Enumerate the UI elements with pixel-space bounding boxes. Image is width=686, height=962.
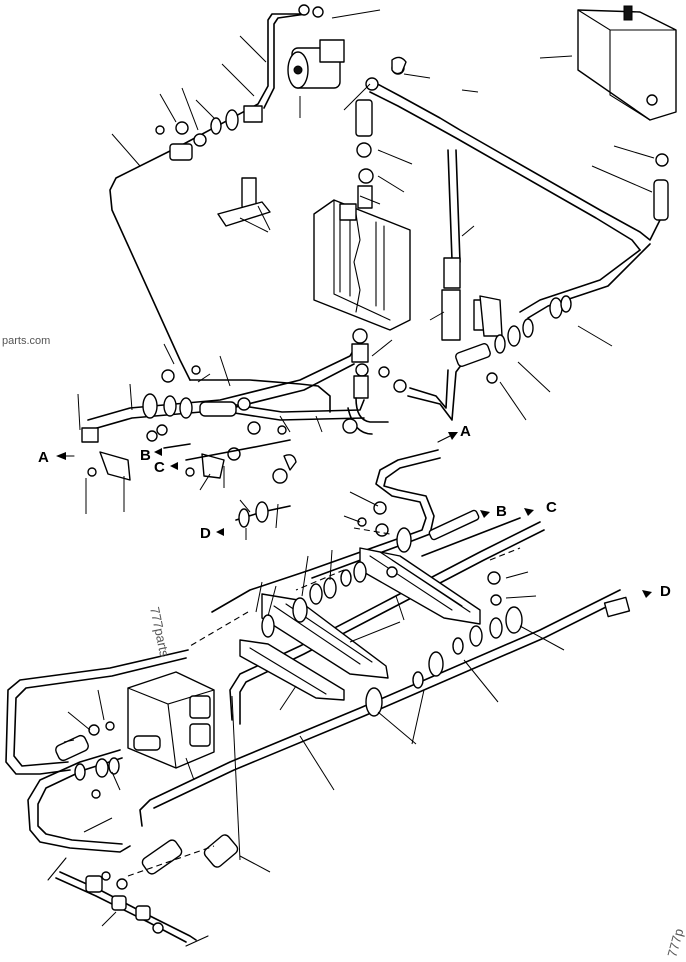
hydraulic-pump [287, 39, 345, 89]
long-pressure-line [139, 589, 621, 827]
oil-cooler [313, 199, 411, 331]
fitting-stack [355, 61, 405, 209]
hose-end-fitting [141, 839, 183, 875]
connection-d-right: D [642, 583, 671, 600]
connection-label-a: A [460, 423, 471, 440]
right-lower-couplings [365, 571, 631, 717]
manifold-fittings [342, 328, 407, 435]
pressure-line-upper-left [109, 13, 301, 381]
callout-leader [539, 55, 573, 59]
track-channel [239, 639, 345, 701]
connection-b-left: B [140, 447, 162, 464]
left-middle-fittings [81, 365, 287, 443]
connection-c-right: C [421, 499, 557, 557]
track-channel [359, 547, 481, 625]
hose-clamp-icon [298, 4, 310, 16]
bottom-tee-fittings [85, 871, 164, 934]
upper-left-fittings [155, 105, 263, 161]
pipe-to-bracket [189, 379, 331, 413]
connection-c-left: C [154, 459, 178, 476]
line-c-left [185, 439, 291, 461]
connection-label-d: D [200, 525, 211, 542]
hose-end-fitting [441, 289, 461, 341]
connection-label-c: C [546, 499, 557, 516]
hose-end-fitting [653, 179, 669, 221]
connection-label-c: C [154, 459, 165, 476]
return-line-upper [369, 79, 665, 241]
connection-label-d: D [660, 583, 671, 600]
lower-left-fittings [55, 721, 120, 799]
hose-fitting [443, 257, 461, 289]
lower-coupling-chain [261, 501, 412, 638]
alignment-line [189, 611, 249, 647]
lower-left-bracket [87, 447, 241, 481]
line-a-lower [211, 449, 439, 613]
hose-end-fitting [203, 834, 239, 868]
watermark-center: 777parts [147, 606, 172, 659]
left-loop-line [5, 649, 189, 775]
connection-d-left: D [200, 525, 224, 542]
watermark-left: parts.com [2, 335, 50, 347]
mounting-bracket [217, 177, 271, 227]
control-valve-block [127, 671, 215, 769]
connection-label-b: B [496, 503, 507, 520]
connection-a-right: A [437, 423, 471, 443]
long-return-line [229, 521, 541, 721]
connection-a-left: A [38, 449, 75, 466]
connection-b-right: B [428, 503, 507, 541]
clamp [391, 56, 407, 75]
lower-left-bend-line [27, 749, 131, 853]
right-coupling-chain [455, 295, 572, 384]
connection-label-a: A [38, 449, 49, 466]
watermark-bottom-right: 777p [664, 927, 686, 959]
bottom-distribution-line [59, 871, 197, 941]
pressure-line-middle [87, 345, 357, 421]
hydraulic-reservoir [577, 5, 677, 121]
connection-label-b: B [140, 447, 151, 464]
